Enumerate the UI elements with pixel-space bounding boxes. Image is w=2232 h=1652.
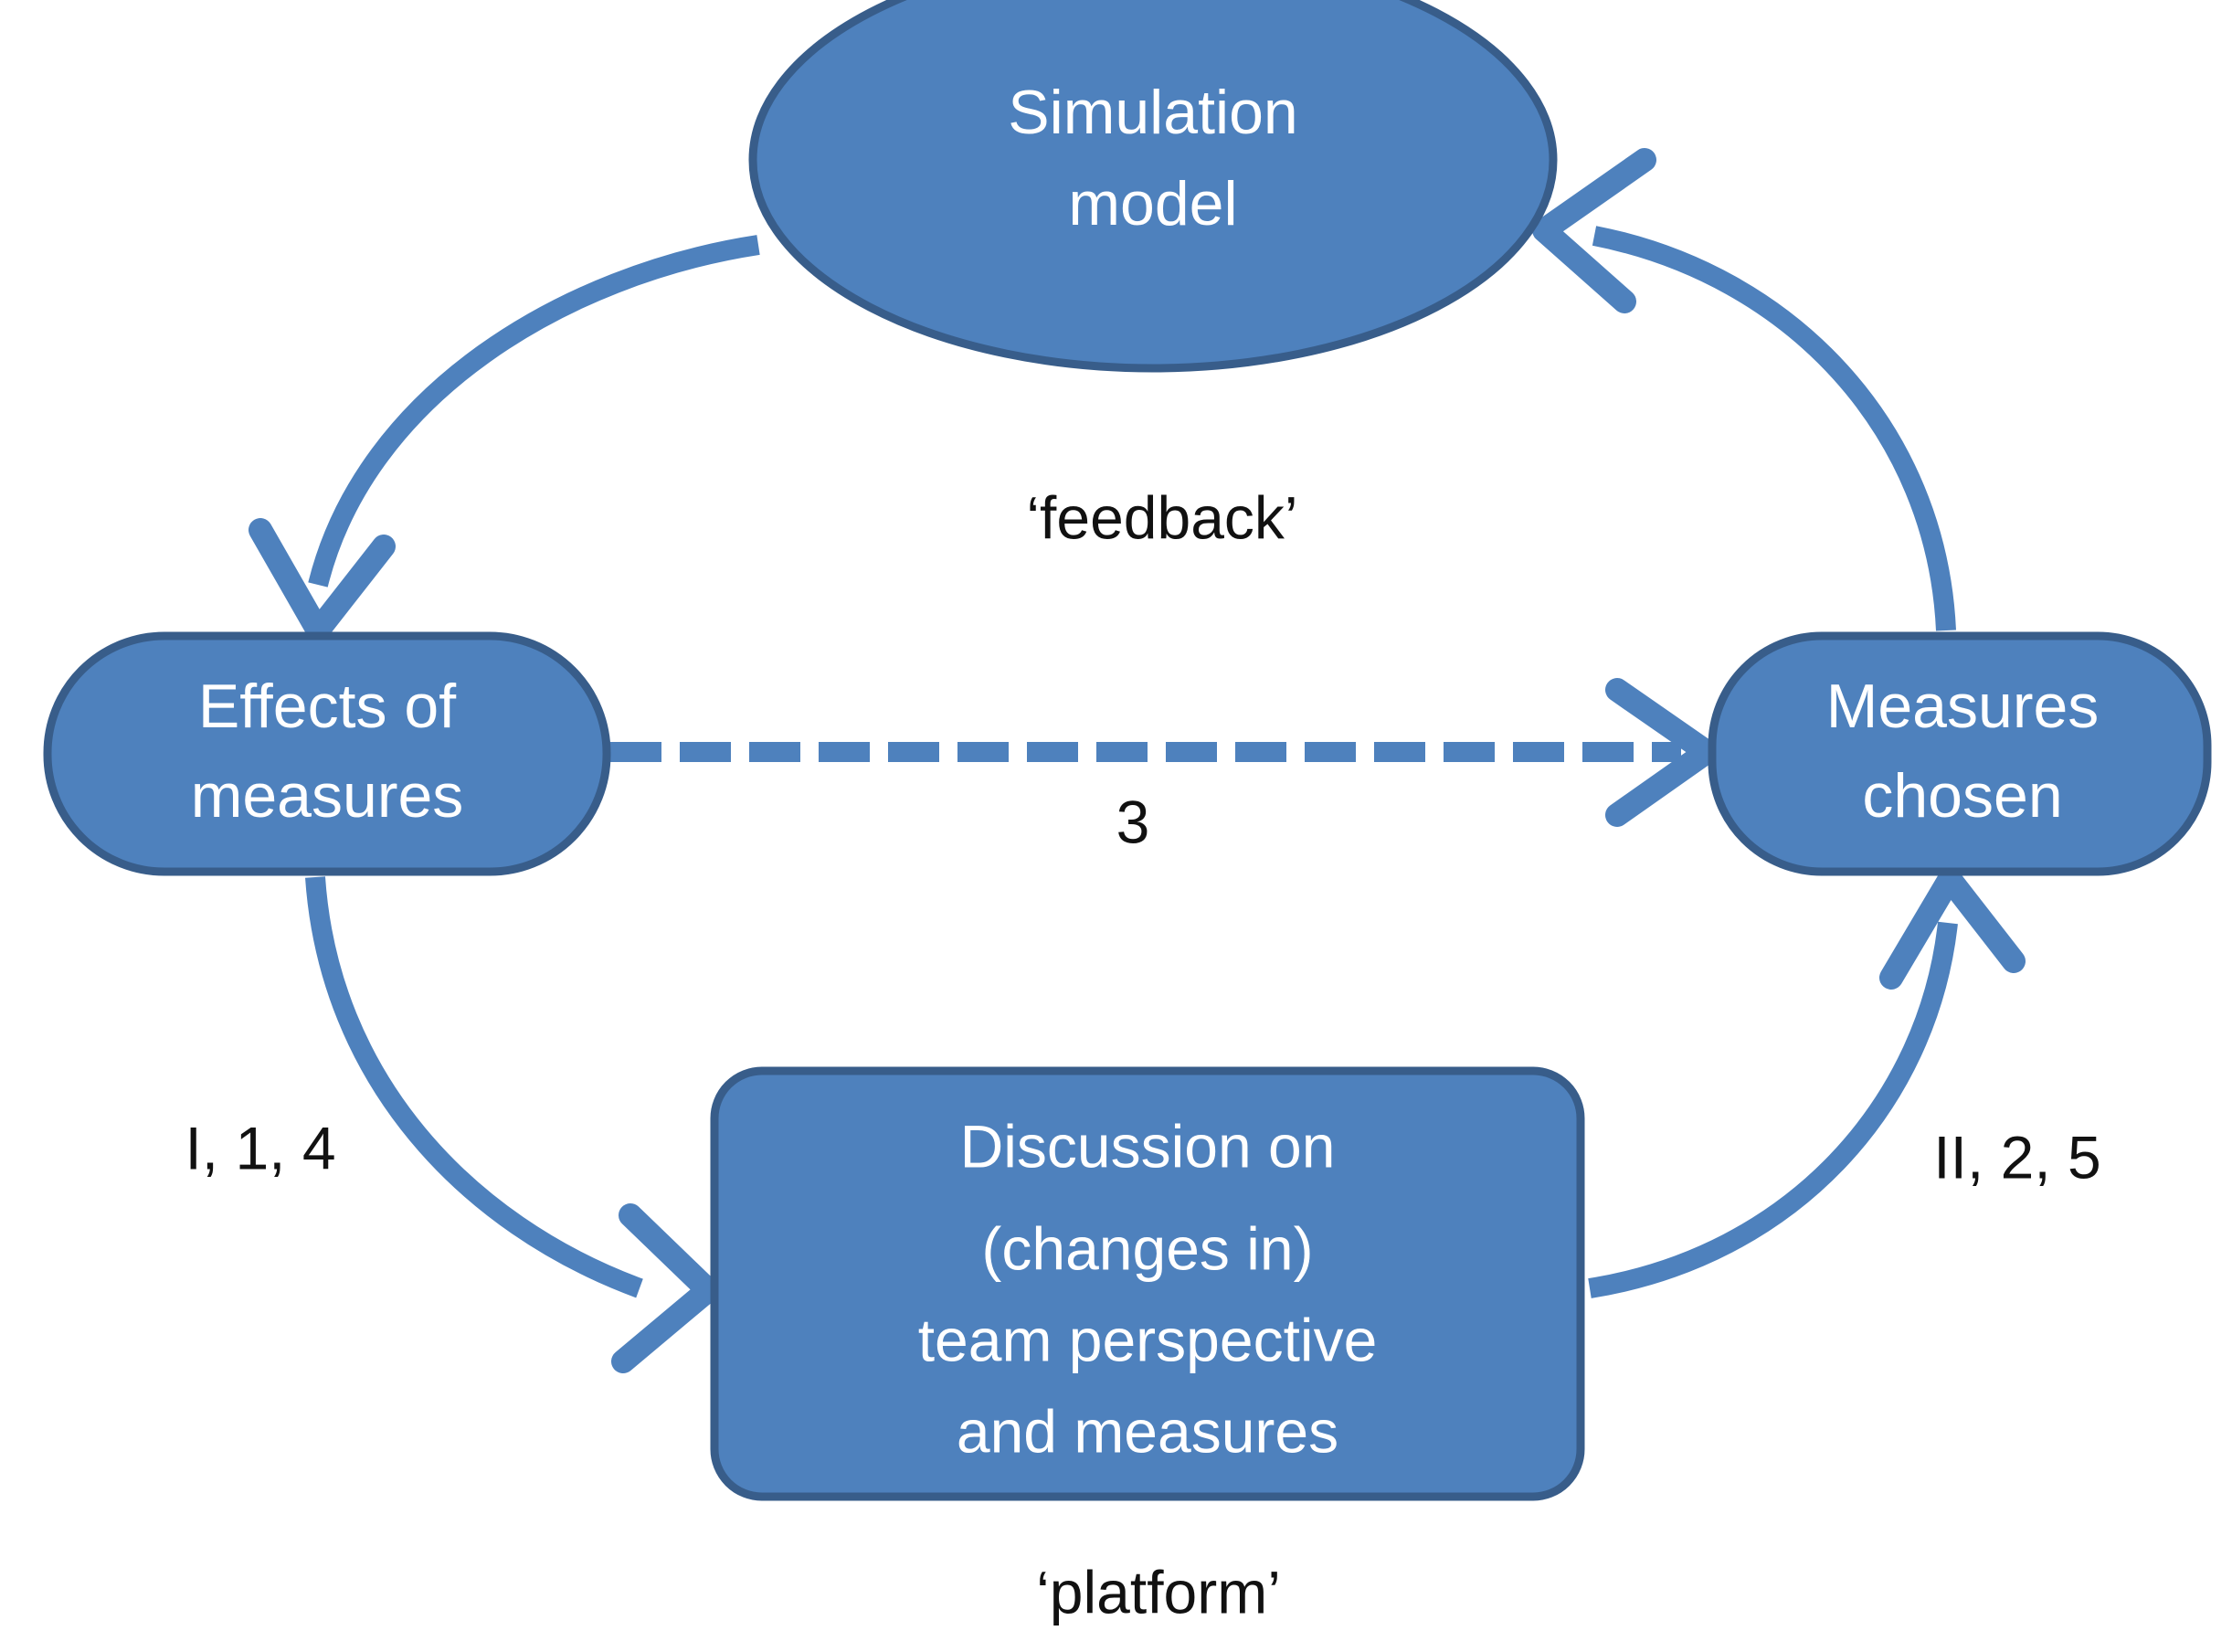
edge-measures-to-simulation-arrowhead [1532,148,1656,313]
node-simulation-model[interactable]: Simulation model [748,0,1558,373]
node-discussion-line-3: team perspective [918,1306,1378,1373]
node-effects-of-measures-line-1: Effects of [198,672,456,741]
node-simulation-model-line-1: Simulation [1008,78,1298,147]
node-simulation-model-line-2: model [1068,169,1237,238]
label-left-cycle: I, 1, 4 [185,1114,335,1181]
edge-effects-to-discussion-path [305,876,643,1298]
node-measures-chosen-shape[interactable] [1708,631,2212,876]
node-effects-of-measures-shape[interactable] [43,631,611,876]
edge-measures-to-simulation-path [1592,226,1956,631]
edge-discussion-to-measures-path [1588,921,1958,1298]
label-right-cycle: II, 2, 5 [1933,1123,2100,1191]
edge-discussion-to-measures [1588,867,2026,1298]
label-direct: 3 [1116,788,1150,855]
node-effects-of-measures-line-2: measures [191,761,464,831]
node-discussion-line-2: (changes in) [981,1214,1313,1282]
node-discussion-shape[interactable] [710,1066,1585,1501]
node-measures-chosen-line-2: chosen [1862,761,2062,831]
node-discussion-line-1: Discussion on [960,1112,1336,1180]
edge-measures-to-simulation [1532,148,1956,631]
edge-effects-to-discussion [305,876,720,1373]
label-feedback: ‘feedback’ [1026,483,1297,551]
edge-simulation-to-effects [249,235,760,642]
edge-effects-to-measures-direct-arrowhead [1605,678,1719,827]
node-simulation-model-shape[interactable] [748,0,1558,373]
label-platform: ‘platform’ [1036,1558,1281,1626]
edge-simulation-to-effects-arrowhead [249,518,396,642]
node-discussion-line-4: and measures [957,1397,1338,1465]
node-effects-of-measures[interactable]: Effects of measures [43,631,611,876]
edge-effects-to-discussion-arrowhead [611,1203,720,1373]
node-measures-chosen-line-1: Measures [1826,672,2100,741]
edge-simulation-to-effects-path [308,235,760,588]
node-discussion[interactable]: Discussion on (changes in) team perspect… [710,1066,1585,1501]
node-measures-chosen[interactable]: Measures chosen [1708,631,2212,876]
edge-effects-to-measures-direct [610,678,1719,827]
edge-discussion-to-measures-arrowhead [1879,867,2026,990]
